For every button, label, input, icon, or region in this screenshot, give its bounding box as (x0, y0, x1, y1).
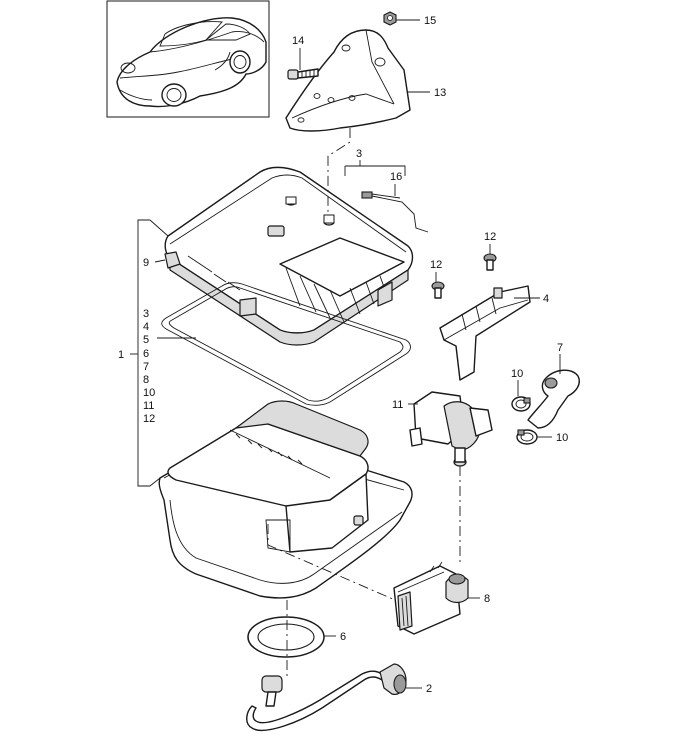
o-ring (247, 616, 325, 658)
list-item: 10 (143, 387, 155, 399)
hose-7 (527, 369, 580, 429)
callout-3-top: 3 (356, 148, 362, 160)
upper-housing (164, 166, 414, 346)
list-item: 11 (143, 400, 154, 412)
assembly-bracket-1 (130, 219, 196, 487)
clamp-10-bottom (516, 429, 538, 445)
callout-13: 13 (434, 87, 446, 99)
assembly-lines (267, 128, 461, 676)
list-item: 12 (143, 413, 155, 425)
callout-11: 11 (392, 399, 403, 411)
callout-1: 1 (118, 349, 124, 361)
lower-housing (158, 400, 413, 599)
valve-11 (409, 391, 493, 467)
guide-bracket-4 (439, 285, 531, 381)
callout-8: 8 (484, 593, 490, 605)
vehicle-thumbnail (106, 0, 270, 118)
callout-4: 4 (543, 293, 549, 305)
mounting-bracket (285, 29, 411, 132)
bolt-14 (287, 68, 319, 80)
callout-12-left: 12 (430, 259, 442, 271)
screw-12-right (483, 253, 497, 271)
list-item: 4 (143, 321, 149, 333)
solenoid-valve-8 (393, 561, 469, 635)
list-item: 3 (143, 308, 149, 320)
callout-labels: 15 14 13 3 16 12 12 4 9 1 7 10 10 11 8 6… (118, 15, 568, 695)
callout-14: 14 (292, 35, 304, 47)
callout-2: 2 (426, 683, 432, 695)
callout-10-top: 10 (511, 368, 523, 380)
callout-12-right: 12 (484, 231, 496, 243)
callout-16: 16 (390, 171, 402, 183)
nut-15 (383, 11, 397, 26)
callout-9: 9 (143, 257, 149, 269)
drain-hose (246, 663, 407, 732)
assembly-component-list: 3 4 5 6 7 8 10 11 12 (143, 308, 155, 425)
screw-12-left (431, 281, 445, 299)
callout-7: 7 (557, 342, 563, 354)
callout-10-bottom: 10 (556, 432, 568, 444)
assembly-bracket-3 (344, 160, 406, 176)
clamp-10-top (511, 396, 531, 412)
list-item: 8 (143, 374, 149, 386)
list-item: 6 (143, 348, 149, 360)
callout-15: 15 (424, 15, 436, 27)
list-item: 5 (143, 334, 149, 346)
leader-lines (154, 19, 561, 689)
callout-6: 6 (340, 631, 346, 643)
clip-9 (164, 251, 181, 269)
list-item: 7 (143, 361, 149, 373)
sealing-gasket (161, 282, 411, 406)
sensor-wire-16 (361, 191, 429, 233)
